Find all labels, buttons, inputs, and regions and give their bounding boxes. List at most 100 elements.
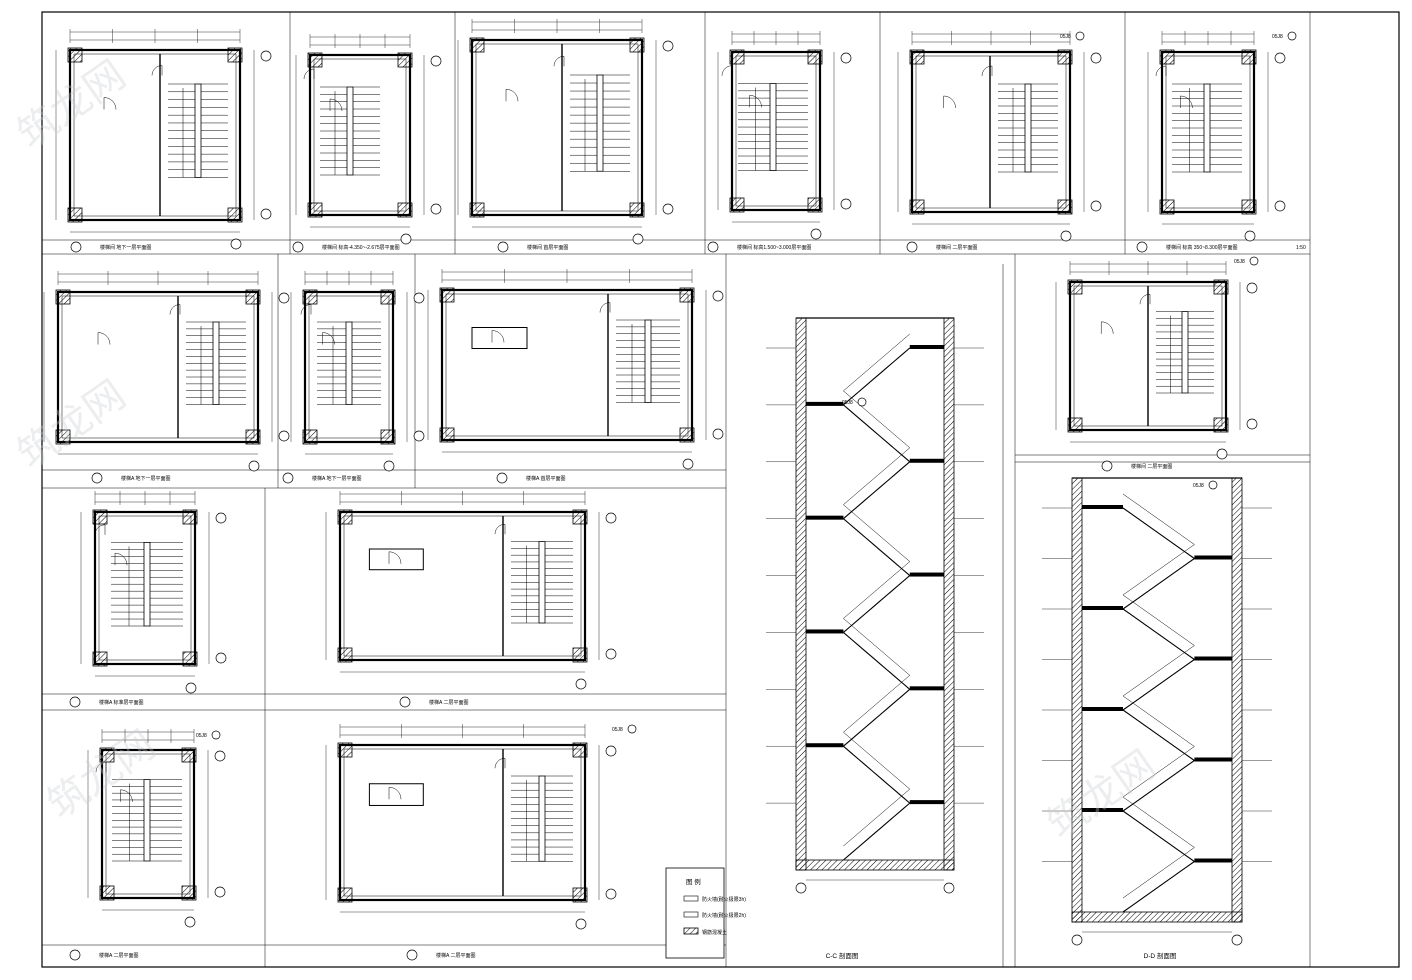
column-3 — [1213, 417, 1229, 433]
column-3 — [1241, 199, 1257, 215]
outer-wall — [910, 50, 1072, 214]
stair — [186, 321, 246, 405]
stair — [998, 83, 1058, 173]
panel-grid — [42, 12, 1311, 967]
stair-well — [143, 542, 151, 627]
section-drawings — [766, 317, 1272, 946]
title-caption-7: 楼梯间 二层平面图 — [1131, 463, 1172, 470]
door-swing — [151, 65, 163, 76]
door-swing — [599, 302, 611, 313]
stair — [320, 86, 380, 176]
legend-swatch-3 — [683, 927, 699, 935]
title-caption-12: 楼梯A 二层平面图 — [429, 699, 468, 706]
flight — [1122, 558, 1195, 610]
inner-wall-line — [105, 753, 191, 895]
title-bubble-4 — [707, 241, 719, 253]
grid-bubble-bottom — [278, 430, 290, 442]
handrail — [1122, 746, 1195, 798]
flight — [843, 404, 911, 463]
legend: 图 例 防火墙(耐火极限3h) 防火墙(耐火极限2h) 钢筋混凝土 — [665, 867, 746, 959]
door-swing — [329, 98, 343, 112]
detail-ref-5: 05J8 — [612, 727, 623, 733]
column-0 — [99, 747, 115, 763]
plan-14 — [325, 724, 617, 930]
scale-note: 1:50 — [1296, 245, 1306, 251]
door-2 — [1139, 293, 1151, 305]
flight — [1122, 659, 1195, 711]
inner-wall-line — [98, 515, 192, 661]
detail-ref-0: 05J8 — [1060, 34, 1071, 40]
column-3 — [572, 647, 588, 663]
flight — [843, 632, 911, 690]
column-1 — [679, 287, 695, 303]
grid-bubble-top — [1246, 282, 1258, 294]
door-1 — [943, 95, 956, 109]
room-box — [368, 548, 424, 571]
section-dd — [1042, 477, 1272, 946]
column-0 — [337, 742, 353, 758]
column-1 — [572, 742, 588, 758]
door-swing — [981, 65, 993, 77]
grid-bubble-bottom — [605, 888, 617, 900]
flight — [843, 461, 911, 520]
grid-bubble-bottom — [1090, 200, 1102, 212]
door-1 — [505, 88, 519, 102]
title-caption-5: 楼梯间 二层平面图 — [936, 244, 977, 251]
plan-2 — [295, 34, 442, 245]
handrail — [843, 561, 910, 619]
grid-bubble-axis — [1060, 230, 1072, 242]
column-0 — [909, 49, 925, 65]
grid-bubble-axis — [1216, 448, 1228, 460]
door-swing — [1155, 65, 1167, 77]
title-bubble-10 — [496, 472, 508, 484]
outer-wall — [56, 290, 260, 444]
legend-row-2: 防火墙(耐火极限2h) — [702, 912, 746, 919]
legend-swatch-2 — [683, 911, 699, 918]
column-2 — [92, 651, 108, 667]
landing — [806, 515, 844, 520]
inner-wall-line — [1165, 55, 1251, 209]
door-2 — [169, 304, 181, 315]
inner-wall-line — [313, 58, 407, 212]
column-2 — [337, 887, 353, 903]
door-2 — [300, 304, 312, 315]
flight — [843, 745, 911, 804]
handrail — [843, 504, 910, 562]
outer-wall — [308, 53, 412, 217]
door-swing — [553, 55, 565, 67]
stair — [511, 775, 573, 862]
flight — [1122, 507, 1195, 559]
stair-well — [1024, 83, 1032, 173]
title-caption-8: 楼梯A 地下一层平面图 — [121, 475, 170, 482]
grid-bubble-bottom — [1246, 418, 1258, 430]
handrail — [843, 788, 910, 847]
title-bubble-5 — [906, 241, 918, 253]
room-box — [368, 783, 424, 806]
detail-ref-1: 05J8 — [1272, 34, 1283, 40]
door-2 — [1155, 65, 1167, 77]
landing — [1194, 757, 1232, 762]
column-1 — [807, 49, 823, 65]
landing — [1194, 555, 1232, 560]
column-3 — [227, 207, 243, 223]
stair — [112, 779, 182, 862]
landing — [1194, 656, 1232, 661]
plan-13 — [87, 729, 226, 928]
column-2 — [337, 647, 353, 663]
plan-5 — [897, 31, 1102, 242]
handrail — [843, 618, 910, 676]
grid-bubble-bottom — [840, 198, 852, 210]
plan-4 — [717, 31, 852, 240]
flight — [843, 575, 911, 633]
column-1 — [380, 289, 396, 305]
legend-title: 图 例 — [686, 877, 701, 886]
stair-well — [644, 319, 652, 403]
grid-bubble-bottom — [712, 428, 724, 440]
grid-bubble-left — [795, 882, 807, 894]
landing — [1082, 606, 1123, 610]
stair — [1172, 83, 1242, 173]
column-1 — [227, 47, 243, 63]
door-1 — [749, 95, 762, 108]
